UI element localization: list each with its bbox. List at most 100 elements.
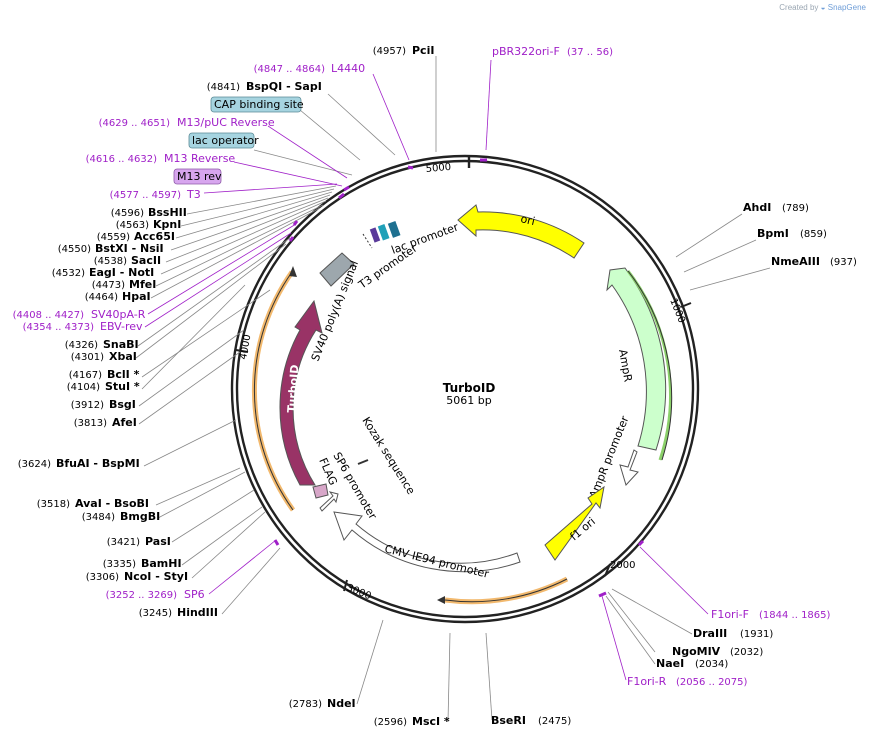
site-bsshii[interactable]: (4596) BssHII <box>111 206 187 219</box>
site-ndei-name: NdeI <box>327 697 356 710</box>
site-bstxi-name: BstXI - NsiI <box>95 242 164 255</box>
primer-m13puc-reverse[interactable]: (4629 .. 4651) M13/pUC Reverse <box>99 116 275 129</box>
site-bamhi[interactable]: (3335) BamHI <box>103 557 182 570</box>
sp6-promoter-label: SP6 promoter <box>330 450 379 522</box>
site-nmeaiii-name: NmeAIII <box>771 255 820 268</box>
site-bstxi-pos: (4550) <box>58 244 91 255</box>
primer-m13-reverse[interactable]: (4616 .. 4632) M13 Reverse <box>86 152 236 165</box>
site-hindiii[interactable]: (3245) HindIII <box>139 606 218 619</box>
site-bmgbi-name: BmgBI <box>120 510 160 523</box>
site-bsgi[interactable]: (3912) BsgI <box>71 398 136 411</box>
snapgene-watermark: Created by ◒ SnapGene <box>779 3 866 12</box>
site-eagi[interactable]: (4532) EagI - NotI <box>52 266 155 279</box>
feature-ori[interactable]: ori <box>457 204 585 259</box>
site-nmeaiii[interactable]: NmeAIII (937) <box>771 255 857 268</box>
primer-t3[interactable]: (4577 .. 4597) T3 <box>110 188 201 201</box>
site-bsshii-pos: (4596) <box>111 208 144 219</box>
site-bpmi[interactable]: BpmI (859) <box>757 227 827 240</box>
site-stui[interactable]: (4104) StuI * <box>67 380 140 393</box>
tick-label-5000: 5000 <box>425 162 451 175</box>
tick-label-2000: 2000 <box>610 560 635 571</box>
tick-3000 <box>343 579 348 592</box>
site-ndei-pos: (2783) <box>289 699 322 710</box>
site-msci[interactable]: (2596) MscI * <box>374 715 450 728</box>
watermark-prefix: Created by <box>779 3 819 12</box>
site-bcli[interactable]: (4167) BclI * <box>69 368 140 381</box>
backbone <box>230 154 700 624</box>
site-bfuai[interactable]: (3624) BfuAI - BspMI <box>18 457 140 470</box>
site-afei[interactable]: (3813) AfeI <box>74 416 137 429</box>
cap-binding-site-box[interactable]: CAP binding site <box>210 96 304 113</box>
primer-f1ori-r-range: (2056 .. 2075) <box>676 677 748 688</box>
site-sacii-pos: (4538) <box>94 256 127 267</box>
site-bmgbi[interactable]: (3484) BmgBI <box>82 510 160 523</box>
ampr-arrow[interactable] <box>606 267 667 451</box>
primer-f1ori-f[interactable]: F1ori-F (1844 .. 1865) <box>711 608 831 621</box>
tick-2000 <box>604 563 611 577</box>
site-pasi[interactable]: (3421) PasI <box>107 535 171 548</box>
site-ndei[interactable]: (2783) NdeI <box>289 697 356 710</box>
site-pcii[interactable]: (4957) PciI <box>373 44 435 57</box>
flag-box[interactable] <box>312 483 329 499</box>
feature-ampr-promoter[interactable]: AmpR promoter <box>587 414 639 500</box>
site-ncoi-name: NcoI - StyI <box>124 570 188 583</box>
backbone-outer-strand <box>230 154 700 624</box>
site-bpmi-name: BpmI <box>757 227 789 240</box>
tick-4000 <box>235 349 249 353</box>
turboid-arrow[interactable] <box>279 299 323 486</box>
primer-sv40pa-r[interactable]: (4408 .. 4427) SV40pA-R <box>13 308 146 321</box>
f1-ori-arrow[interactable] <box>544 485 605 561</box>
sp6-promoter-arrow[interactable] <box>319 491 339 512</box>
ampr-promoter-label: AmpR promoter <box>587 414 632 500</box>
ampr-orf-line <box>627 270 673 461</box>
kozak-mark[interactable] <box>357 459 369 465</box>
site-hpai-name: HpaI <box>122 290 151 303</box>
feature-f1-ori[interactable]: f1 ori <box>544 485 605 561</box>
snapgene-logo-icon: ◒ <box>820 3 826 12</box>
feature-ampr[interactable]: AmpR <box>606 267 673 461</box>
site-kpni-name: KpnI <box>153 218 181 231</box>
site-avai[interactable]: (3518) AvaI - BsoBI <box>37 497 149 510</box>
feature-t3-promoter[interactable]: T3 promoter <box>355 241 420 292</box>
lac-operator-box-label[interactable]: lac operator <box>188 132 259 149</box>
cmv-promoter-arrow[interactable] <box>333 511 521 573</box>
site-avai-pos: (3518) <box>37 499 70 510</box>
site-sacii[interactable]: (4538) SacII <box>94 254 161 267</box>
site-snabi-name: SnaBI <box>103 338 139 351</box>
primer-f1ori-r[interactable]: F1ori-R (2056 .. 2075) <box>627 675 748 688</box>
site-kpni[interactable]: (4563) KpnI <box>116 218 182 231</box>
ampr-promoter-arrow[interactable] <box>619 449 639 486</box>
site-ngomiv[interactable]: NgoMIV (2032) <box>672 645 763 658</box>
site-bseri[interactable]: BseRI (2475) <box>491 714 571 727</box>
site-mfei[interactable]: (4473) MfeI <box>92 278 157 291</box>
primer-sp6[interactable]: (3252 .. 3269) SP6 <box>106 588 205 601</box>
ori-arrow[interactable] <box>457 204 585 259</box>
feature-kozak[interactable]: Kozak sequence <box>357 415 418 497</box>
sv40-box[interactable] <box>319 252 355 287</box>
site-hindiii-pos: (3245) <box>139 608 172 619</box>
site-bspqi[interactable]: (4841) BspQI - SapI <box>207 80 322 93</box>
site-acc65i[interactable]: (4559) Acc65I <box>97 230 175 243</box>
site-bstxi[interactable]: (4550) BstXI - NsiI <box>58 242 164 255</box>
site-hpai[interactable]: (4464) HpaI <box>85 290 151 303</box>
primer-pbr322ori-f[interactable]: pBR322ori-F (37 .. 56) <box>492 45 613 58</box>
site-draiii[interactable]: DraIII (1931) <box>693 627 773 640</box>
site-nmeaiii-pos: (937) <box>830 257 857 268</box>
primer-ebv-rev[interactable]: (4354 .. 4373) EBV-rev <box>23 320 143 333</box>
site-xbai[interactable]: (4301) XbaI <box>71 350 137 363</box>
site-bsshii-name: BssHII <box>148 206 187 219</box>
site-naei[interactable]: NaeI (2034) <box>656 657 728 670</box>
feature-cmv-promoter[interactable]: CMV IE94 promoter <box>333 511 521 581</box>
primer-l4440[interactable]: (4847 .. 4864) L4440 <box>254 62 366 75</box>
site-eagi-pos: (4532) <box>52 268 85 279</box>
site-snabi[interactable]: (4326) SnaBI <box>65 338 139 351</box>
m13-rev-bg <box>173 168 222 185</box>
feature-turboid[interactable]: TurboID <box>251 266 323 512</box>
m13-rev-box-label[interactable]: M13 rev <box>173 168 222 185</box>
site-ncoi[interactable]: (3306) NcoI - StyI <box>86 570 188 583</box>
primer-m13puc-name: M13/pUC Reverse <box>177 116 275 129</box>
site-ahdi[interactable]: AhdI (789) <box>743 201 809 214</box>
feature-sv40[interactable]: SV40 poly(A) signal <box>309 252 361 363</box>
tick-label-1000: 1000 <box>667 297 687 325</box>
